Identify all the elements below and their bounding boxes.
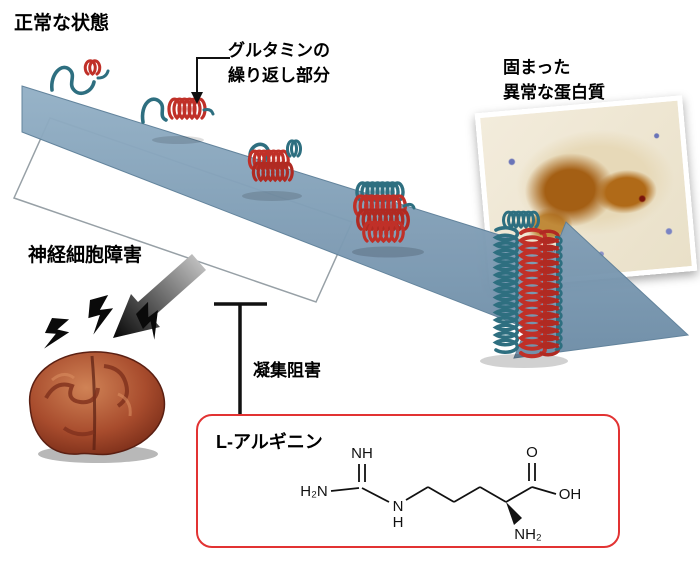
atom-h2n: H₂N <box>300 483 328 500</box>
inhibition-tbar-icon <box>214 302 267 414</box>
label-nerve-damage: 神経細胞障害 <box>28 245 143 266</box>
atom-nh2: NH₂ <box>514 526 542 543</box>
atom-oh: OH <box>559 486 582 503</box>
arginine-title: L-アルギニン <box>216 432 323 452</box>
atom-nh: NH <box>351 445 373 462</box>
protein-monomer-repeat <box>140 97 215 144</box>
bond-lines <box>330 463 557 503</box>
brain-illustration <box>28 351 166 463</box>
label-glutamine-repeat: グルタミンの 繰り返し部分 <box>228 38 330 88</box>
label-aggregated-line1: 固まった <box>503 58 571 77</box>
lightning-bolts-icon <box>44 295 158 349</box>
damage-arrow <box>113 254 206 338</box>
atom-o: O <box>526 444 538 461</box>
glutamine-pointer-arrow-icon <box>191 57 230 104</box>
label-normal-state: 正常な状態 <box>14 13 110 34</box>
arginine-structure: H₂N NH N H O OH NH₂ <box>300 444 582 543</box>
stereo-wedge-bond <box>506 502 522 525</box>
label-aggregation-inhibition: 凝集阻害 <box>253 361 321 380</box>
label-aggregated-line2: 異常な蛋白質 <box>503 83 605 102</box>
arginine-panel: L-アルギニン H₂N NH N H O OH <box>196 414 620 548</box>
protein-monomer-normal <box>50 59 110 95</box>
protein-misfolded <box>242 139 302 201</box>
label-aggregated-protein: 固まった 異常な蛋白質 <box>503 55 605 105</box>
atom-n: N <box>393 498 404 515</box>
label-glutamine-line2: 繰り返し部分 <box>228 66 330 85</box>
atom-h: H <box>393 514 404 531</box>
protein-oligomer <box>352 181 424 258</box>
label-glutamine-line1: グルタミンの <box>228 41 330 60</box>
protein-fibril-aggregate <box>480 210 568 368</box>
